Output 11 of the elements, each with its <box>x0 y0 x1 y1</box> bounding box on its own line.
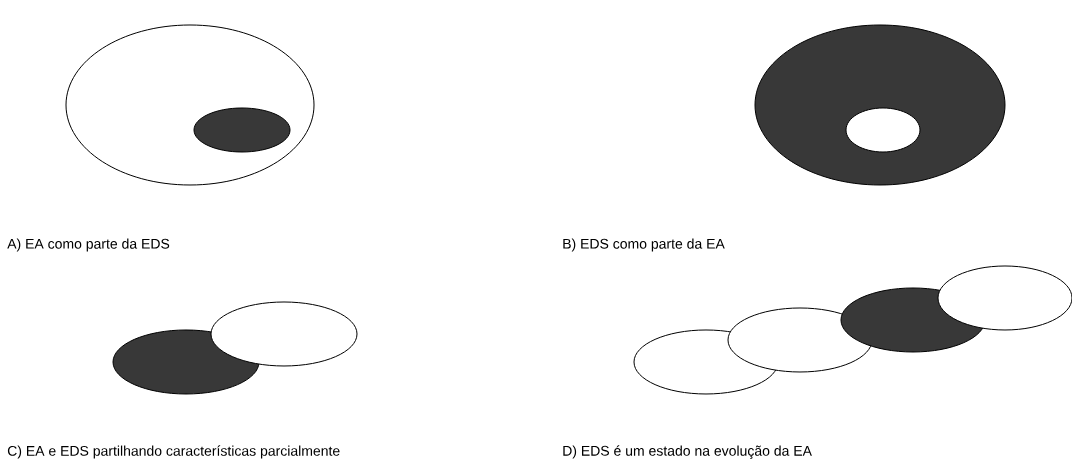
caption: D) EDS é um estado na evolução da EA <box>563 445 812 459</box>
ellipse <box>65 24 315 186</box>
ellipse <box>845 107 921 153</box>
ellipse <box>754 24 1006 186</box>
ellipse <box>727 307 873 373</box>
ellipse <box>210 301 358 367</box>
caption: A) EA como parte da EDS <box>7 238 170 252</box>
caption: C) EA e EDS partilhando características parcialmente <box>7 445 340 459</box>
ellipse <box>193 107 291 153</box>
ellipse <box>112 329 260 395</box>
caption: B) EDS como parte da EA <box>563 238 725 252</box>
